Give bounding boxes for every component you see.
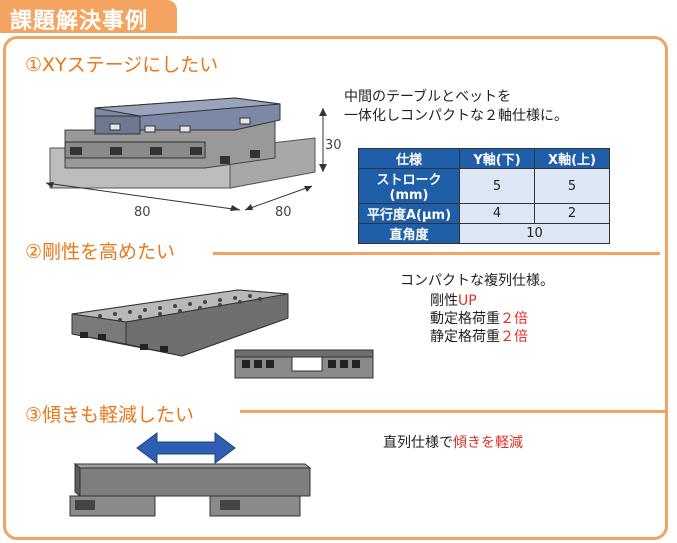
row-label-perpendicularity: 直角度 [358, 223, 460, 244]
spec-header-x-axis: X軸(上) [534, 148, 610, 169]
spec-header-spec: 仕様 [358, 148, 460, 169]
xy-stage-illustration [45, 97, 327, 211]
height-dimension-label: 30 [325, 138, 342, 153]
tilt-reduction-emphasis: 傾きを軽減 [453, 435, 523, 451]
table-row: 平行度A(μm) 4 2 [358, 203, 610, 224]
section3-divider [240, 410, 668, 413]
section2-divider [213, 252, 660, 255]
row-label-parallelism: 平行度A(μm) [358, 203, 460, 224]
serial-stage-illustration [69, 462, 312, 517]
section3-title: ③傾きも軽減したい [25, 404, 195, 426]
section2-description: コンパクトな複列仕様。 [400, 273, 554, 289]
table-row: 直角度 10 [358, 223, 610, 244]
arrow-icon [136, 432, 236, 464]
table-row: ストローク(mm) 5 5 [358, 168, 610, 204]
stroke-y-value: 5 [459, 168, 535, 204]
row-label-stroke: ストローク(mm) [358, 168, 460, 204]
static-load-label: 静定格荷重 [430, 329, 500, 345]
section2-title: ②剛性を高めたい [25, 241, 176, 263]
section1-description-line2: 一体化しコンパクトな２軸仕様に。 [344, 108, 568, 124]
page-title: 課題解決事例 [10, 9, 149, 34]
double-row-stage-illustration [71, 289, 374, 379]
section1-description-line1: 中間のテーブルとベットを [344, 89, 512, 105]
stroke-x-value: 5 [534, 168, 610, 204]
spec-table: 仕様 Y軸(下) X軸(上) ストローク(mm) 5 5 平行度A(μm) 4 … [358, 148, 610, 244]
rigidity-up-emphasis: UP [458, 293, 477, 309]
serial-spec-label: 直列仕様で [383, 435, 453, 451]
parallelism-x-value: 2 [534, 203, 610, 224]
depth-dimension-label: 80 [275, 205, 292, 220]
static-load-emphasis: ２倍 [500, 329, 528, 345]
parallelism-y-value: 4 [459, 203, 535, 224]
dynamic-load-emphasis: ２倍 [500, 311, 528, 327]
spec-table-header-row: 仕様 Y軸(下) X軸(上) [358, 148, 610, 169]
header-tab: 課題解決事例 [0, 0, 177, 34]
width-dimension-label: 80 [134, 205, 151, 220]
rigidity-label: 剛性 [430, 293, 458, 309]
spec-header-y-axis: Y軸(下) [459, 148, 535, 169]
section2-item-dynamic-load: 動定格荷重２倍 [430, 310, 528, 329]
section1-title: ①XYステージにしたい [25, 54, 219, 76]
dynamic-load-label: 動定格荷重 [430, 311, 500, 327]
section2-item-rigidity: 剛性UP [430, 292, 477, 311]
section3-description: 直列仕様で傾きを軽減 [383, 434, 523, 453]
section2-item-static-load: 静定格荷重２倍 [430, 328, 528, 347]
perpendicularity-value: 10 [459, 223, 610, 244]
content-frame [3, 36, 668, 540]
